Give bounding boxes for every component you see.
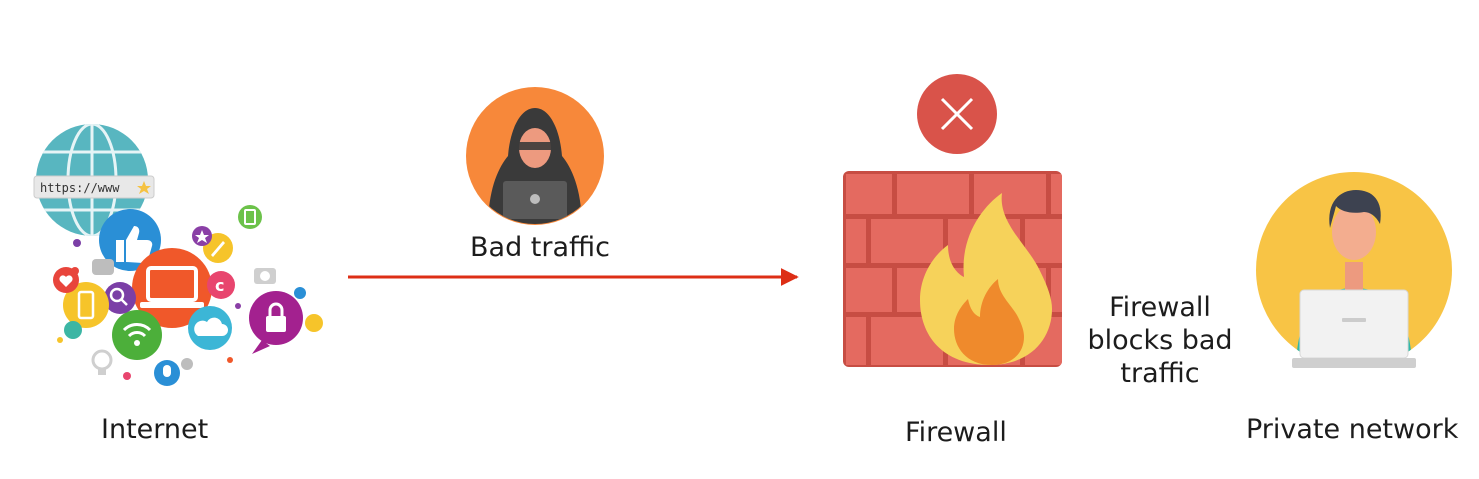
internet-label: Internet bbox=[101, 414, 209, 445]
tablet-icon bbox=[238, 205, 262, 229]
chat-icon bbox=[92, 259, 114, 275]
url-bar: https://www bbox=[33, 175, 155, 199]
lightbulb-icon bbox=[91, 349, 113, 375]
pin-icon bbox=[305, 314, 323, 332]
microphone-icon bbox=[154, 360, 180, 386]
music-icon bbox=[64, 321, 82, 339]
cloud-icon bbox=[188, 306, 232, 350]
copyright-icon: c bbox=[207, 271, 235, 299]
laptop-icon bbox=[132, 248, 212, 328]
internet-cluster-icon: https://www bbox=[33, 124, 323, 386]
lock-icon bbox=[249, 291, 303, 354]
close-icon bbox=[917, 74, 997, 154]
phone-icon bbox=[63, 282, 109, 328]
thumbs-up-icon bbox=[99, 209, 161, 271]
camera-icon bbox=[254, 268, 276, 284]
flame-icon bbox=[920, 193, 1052, 365]
svg-text:c: c bbox=[215, 276, 224, 295]
private-network-label: Private network bbox=[1246, 414, 1459, 445]
star-icon bbox=[192, 226, 212, 246]
hacker-icon bbox=[466, 87, 604, 225]
brick-wall-fire-icon bbox=[843, 171, 1062, 367]
firewall-blocks-label: Firewall blocks bad traffic bbox=[1087, 292, 1233, 389]
laptop-user-icon bbox=[1256, 172, 1452, 368]
wifi-icon bbox=[112, 310, 162, 360]
search-icon bbox=[104, 282, 136, 314]
firewall-label: Firewall bbox=[905, 417, 1007, 448]
url-bar-text: https://www bbox=[40, 181, 120, 195]
decorative-dots bbox=[57, 239, 306, 380]
bad-traffic-label: Bad traffic bbox=[470, 232, 610, 263]
